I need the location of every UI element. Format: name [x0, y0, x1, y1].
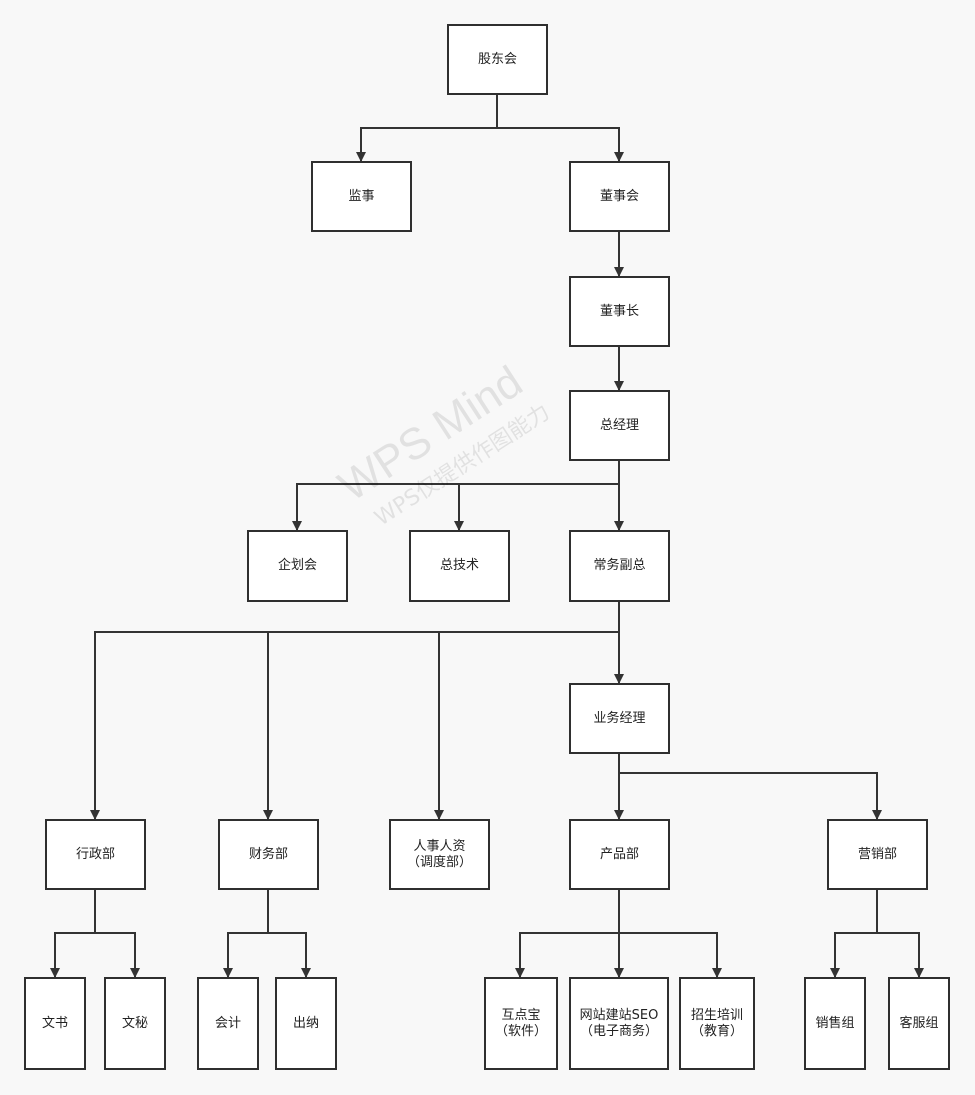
node-chief-tech[interactable]: 总技术: [409, 530, 510, 602]
node-label: 产品部: [599, 846, 639, 862]
node-supervisor[interactable]: 监事: [311, 161, 412, 232]
node-label-line2: （电子商务）: [579, 1023, 658, 1039]
edge-vp-admin: [90, 602, 620, 820]
node-label: 行政部: [75, 846, 115, 862]
node-label: 会计: [214, 1015, 241, 1031]
node-exec-vp[interactable]: 常务副总: [569, 530, 670, 602]
edge-product-hudianbao: [515, 890, 620, 978]
node-label: 营销部: [857, 846, 897, 862]
edge-product-enrollment: [619, 932, 722, 978]
node-board[interactable]: 董事会: [569, 161, 670, 232]
edge-marketing-service: [877, 932, 924, 978]
edge-finance-cashier: [268, 932, 311, 978]
node-label: 业务经理: [593, 710, 646, 726]
node-label-line1: 人事人资: [413, 838, 466, 854]
node-product[interactable]: 产品部: [569, 819, 670, 890]
node-label: 董事会: [599, 188, 639, 204]
node-finance[interactable]: 财务部: [218, 819, 319, 890]
edge-marketing-sales: [830, 890, 878, 978]
node-label: 总技术: [439, 558, 479, 573]
node-label: 常务副总: [593, 558, 646, 573]
edge-shareholders-board: [497, 127, 624, 162]
node-hudianbao[interactable]: 互点宝 （软件）: [484, 977, 558, 1070]
edge-admin-secretary: [95, 932, 140, 978]
node-service[interactable]: 客服组: [888, 977, 950, 1070]
node-admin[interactable]: 行政部: [45, 819, 146, 890]
node-label-line1: 互点宝: [501, 1007, 541, 1023]
node-label: 企划会: [277, 558, 317, 573]
node-website[interactable]: 网站建站SEO （电子商务）: [569, 977, 669, 1070]
node-shareholders[interactable]: 股东会: [447, 24, 548, 95]
node-secretary[interactable]: 文秘: [104, 977, 166, 1070]
node-label-line1: 网站建站SEO: [579, 1007, 659, 1023]
node-hr[interactable]: 人事人资 （调度部）: [389, 819, 490, 890]
node-gm[interactable]: 总经理: [569, 390, 670, 461]
node-sales[interactable]: 销售组: [804, 977, 866, 1070]
node-accounting[interactable]: 会计: [197, 977, 259, 1070]
edge-bizmanager-marketing: [619, 772, 882, 820]
node-label-line2: （教育）: [690, 1023, 743, 1039]
node-cashier[interactable]: 出纳: [275, 977, 337, 1070]
node-label: 出纳: [292, 1015, 319, 1031]
node-label-line2: （软件）: [494, 1023, 547, 1039]
node-chairman[interactable]: 董事长: [569, 276, 670, 347]
node-label: 财务部: [248, 846, 288, 862]
node-label: 监事: [348, 188, 375, 204]
edge-admin-clerk: [50, 890, 96, 978]
node-biz-manager[interactable]: 业务经理: [569, 683, 670, 754]
node-planning[interactable]: 企划会: [247, 530, 348, 602]
edge-finance-accounting: [223, 890, 269, 978]
node-marketing[interactable]: 营销部: [827, 819, 928, 890]
node-label-line2: （调度部）: [406, 854, 472, 870]
node-clerk[interactable]: 文书: [24, 977, 86, 1070]
node-label: 董事长: [599, 303, 639, 319]
node-label-line1: 招生培训: [690, 1007, 743, 1023]
node-label: 销售组: [815, 1015, 855, 1031]
node-label: 总经理: [599, 417, 639, 433]
node-label: 股东会: [477, 51, 517, 67]
node-enrollment[interactable]: 招生培训 （教育）: [679, 977, 755, 1070]
node-label: 文秘: [121, 1015, 148, 1031]
node-label: 客服组: [899, 1015, 939, 1031]
edge-shareholders-supervisor: [356, 95, 498, 162]
node-label: 文书: [41, 1015, 68, 1031]
